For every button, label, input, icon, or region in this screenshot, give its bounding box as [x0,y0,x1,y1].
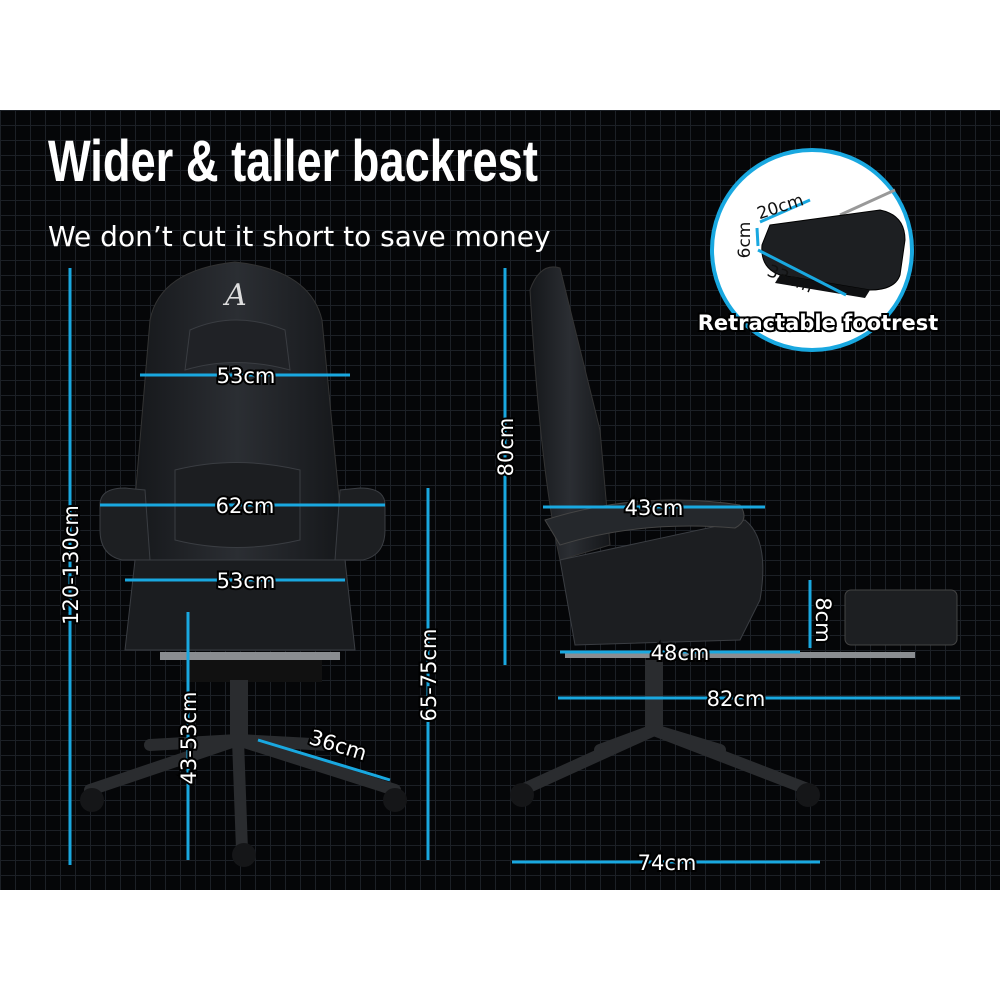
inset-width-line [759,198,811,224]
extended-depth-label: 82cm [707,687,766,711]
base-radius-line [257,738,391,782]
footrest-thickness-label: 8cm [811,597,835,642]
armrest-height-label: 65-75cm [417,628,441,721]
backrest-width-label: 53cm [217,364,276,388]
overall-height-label: 120-130cm [59,505,83,625]
brand-logo: A [222,278,247,313]
inset-height-label: 6cm [735,222,755,259]
headline-title: Wider & taller backrest [48,129,538,194]
inset-length-line [757,248,847,297]
seat-height-label: 43-53cm [177,691,201,784]
front-chair-image: A [80,261,407,867]
armrest-width-label: 62cm [216,494,275,518]
headline-subtitle: We don’t cut it short to save money [48,220,551,253]
side-chair-image [510,266,958,807]
seat-width-label: 53cm [217,569,276,593]
backrest-height-label: 80cm [494,418,518,477]
inset-height-line [755,227,760,247]
inset-caption: Retractable footrest [698,311,939,335]
base-depth-label: 74cm [638,851,697,875]
footrest-inset: 20cm 6cm 33cm Retractable footrest [696,148,940,352]
arm-depth-label: 43cm [625,496,684,520]
seat-depth-label: 48cm [651,641,710,665]
